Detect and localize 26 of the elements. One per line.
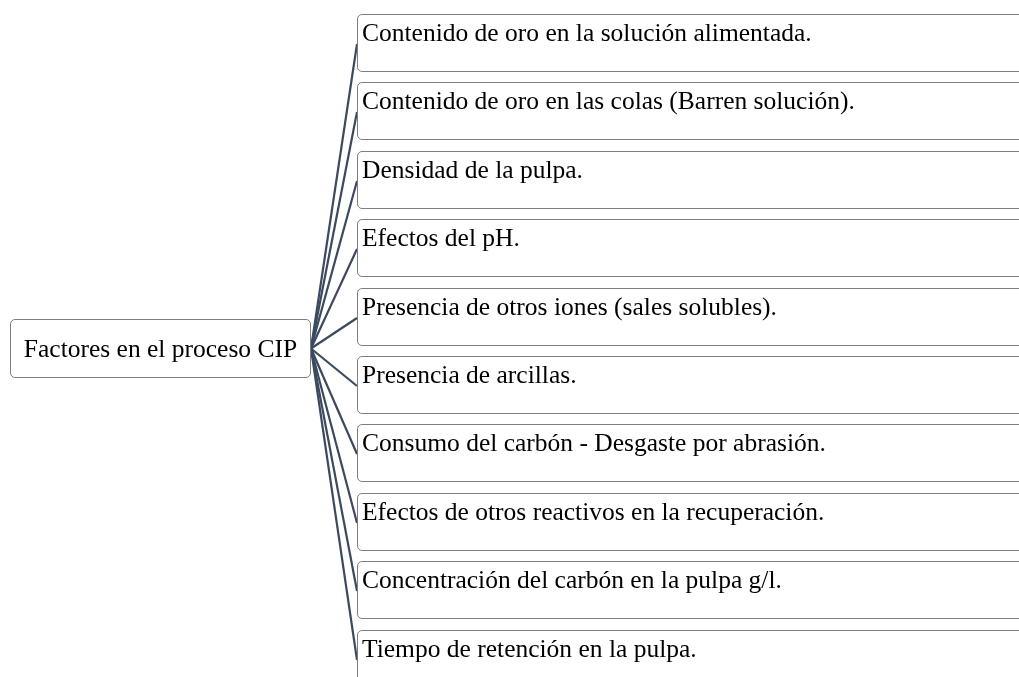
factor-box (357, 151, 1019, 209)
factor-text: Contenido de oro en las colas (Barren solución). (362, 86, 855, 115)
factor-text: Presencia de arcillas. (362, 360, 577, 389)
factor-text: Efectos del pH. (362, 223, 520, 252)
topic-box (10, 319, 311, 378)
connector-line (310, 347, 358, 387)
factor-text: Consumo del carbón - Desgaste por abrasión. (362, 428, 826, 457)
factor-box (357, 561, 1019, 619)
factor-text: Contenido de oro en la solución alimentada. (362, 18, 812, 47)
factor-box (357, 219, 1019, 277)
factor-text: Densidad de la pulpa. (362, 155, 583, 184)
connector-line (310, 317, 358, 350)
connector-line (310, 248, 358, 349)
factor-box (357, 356, 1019, 414)
factor-text: Tiempo de retención en la pulpa. (362, 634, 697, 663)
factor-box (357, 630, 1019, 677)
connector-line (310, 348, 358, 455)
factor-text: Presencia de otros iones (sales solubles). (362, 292, 777, 321)
factor-box (357, 493, 1019, 551)
factor-box (357, 14, 1019, 72)
factor-text: Concentración del carbón en la pulpa g/l. (362, 565, 782, 594)
factor-box (357, 424, 1019, 482)
factor-text: Efectos de otros reactivos en la recuperación. (362, 497, 825, 526)
factor-box (357, 288, 1019, 346)
factor-box (357, 82, 1019, 140)
topic-text: Factores en el proceso CIP (23, 334, 298, 363)
